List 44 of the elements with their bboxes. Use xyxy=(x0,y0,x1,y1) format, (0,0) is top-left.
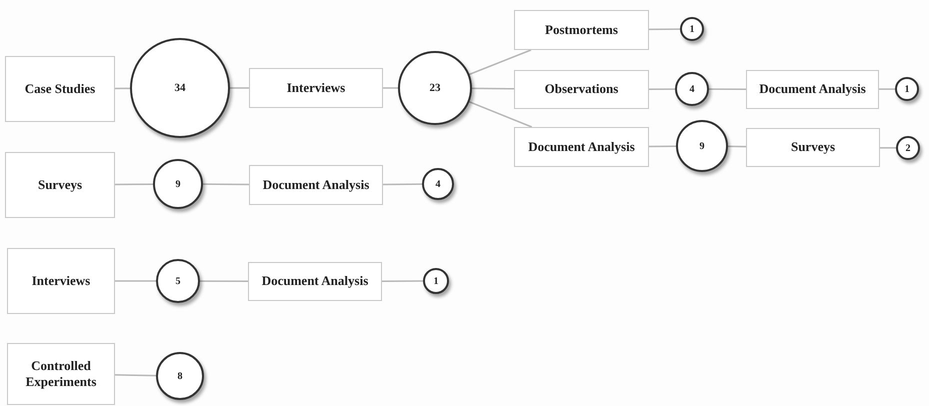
count-circle: 4 xyxy=(422,168,454,200)
connector-line xyxy=(649,88,675,90)
method-box: Interviews xyxy=(7,248,115,314)
connector-line xyxy=(230,87,249,89)
count-circle: 34 xyxy=(130,38,230,138)
connector-line xyxy=(649,28,680,30)
connector-line xyxy=(383,183,422,186)
connector-line xyxy=(469,49,532,76)
method-box: Controlled Experiments xyxy=(7,343,115,405)
method-box: Surveys xyxy=(5,152,115,218)
count-circle: 9 xyxy=(153,159,203,209)
method-box: Document Analysis xyxy=(746,70,879,109)
connector-line xyxy=(115,280,156,282)
connector-line xyxy=(115,88,130,90)
connector-line xyxy=(472,88,514,90)
method-box: Interviews xyxy=(249,68,383,108)
connector-line xyxy=(382,280,423,282)
connector-line xyxy=(115,183,153,186)
connector-line xyxy=(114,374,156,376)
connector-line xyxy=(203,183,249,186)
count-circle: 5 xyxy=(156,259,200,303)
connector-line xyxy=(879,88,895,90)
connector-line xyxy=(469,101,532,128)
method-box: Document Analysis xyxy=(248,262,382,301)
count-circle: 23 xyxy=(398,51,472,125)
method-box: Case Studies xyxy=(5,56,115,122)
count-circle: 2 xyxy=(896,136,920,160)
connector-line xyxy=(383,87,398,89)
method-box: Document Analysis xyxy=(514,127,649,167)
count-circle: 1 xyxy=(423,268,449,294)
count-circle: 8 xyxy=(156,352,204,400)
count-circle: 4 xyxy=(675,72,709,106)
method-box: Surveys xyxy=(746,128,880,167)
count-circle: 1 xyxy=(680,17,704,41)
count-circle: 9 xyxy=(676,120,728,172)
method-box: Observations xyxy=(514,70,649,109)
connector-line xyxy=(200,280,248,282)
connector-line xyxy=(649,145,676,148)
count-circle: 1 xyxy=(895,77,919,101)
connector-line xyxy=(728,146,746,148)
method-box: Postmortems xyxy=(514,10,649,50)
connector-line xyxy=(709,88,746,90)
method-box: Document Analysis xyxy=(249,165,383,205)
connector-line xyxy=(880,147,896,149)
